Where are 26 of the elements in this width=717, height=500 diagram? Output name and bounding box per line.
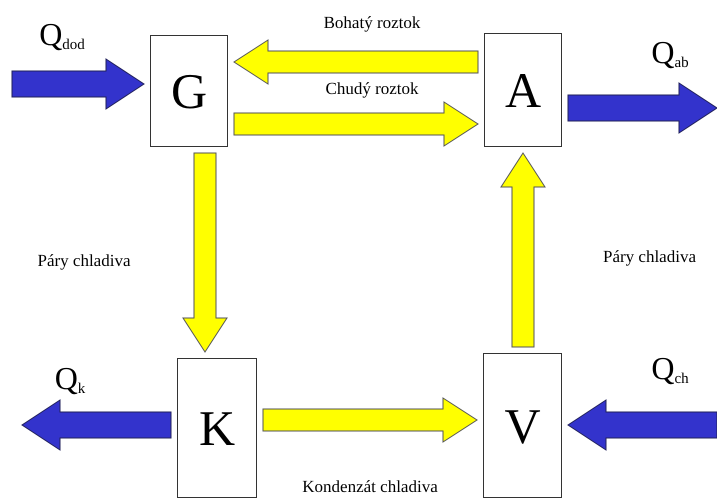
block-arrow [182, 152, 228, 353]
edge-label: Chudý roztok [324, 78, 420, 100]
edge-label: Bohatý roztok [322, 12, 422, 34]
block-arrow [234, 101, 479, 147]
box-letter: G [170, 66, 208, 116]
process-box [177, 358, 257, 498]
heat-label: Q$_{dod}$ [38, 18, 86, 50]
box-letter: K [198, 403, 236, 453]
block-arrow [21, 399, 172, 451]
heat-label: Q$_{k}$ [54, 362, 86, 394]
process-box [483, 353, 562, 498]
block-arrow [567, 399, 717, 451]
heat-label: Q$_{ch}$ [650, 352, 690, 384]
edge-label: Kondenzát chladiva [301, 476, 439, 498]
block-arrow [233, 39, 478, 85]
process-box [484, 33, 562, 147]
edge-label: Páry chladiva [36, 250, 132, 272]
block-arrow [262, 397, 478, 443]
block-arrow [12, 58, 145, 110]
edge-label: Páry chladiva [602, 246, 697, 268]
box-letter: A [504, 65, 542, 115]
box-letter: V [504, 400, 541, 450]
block-arrow [500, 152, 546, 348]
block-arrow [568, 82, 717, 134]
heat-label: Q$_{ab}$ [650, 36, 690, 68]
process-box [150, 35, 228, 147]
